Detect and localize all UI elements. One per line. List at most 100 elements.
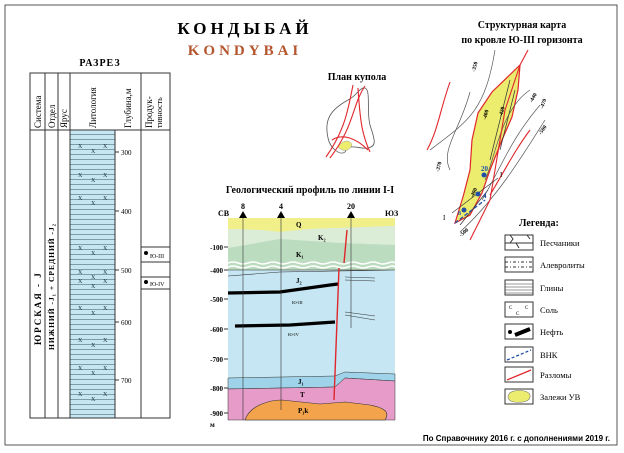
layer-label: K₂ xyxy=(318,234,326,242)
well-marker xyxy=(481,172,487,178)
svg-text:X: X xyxy=(103,392,108,398)
svg-text:X: X xyxy=(78,196,83,202)
well-4-marker xyxy=(277,211,285,218)
legend-label: ВНК xyxy=(540,350,558,360)
depth-label: -400 xyxy=(210,267,223,275)
header-depth: Глубина,м xyxy=(123,88,133,128)
svg-text:X: X xyxy=(78,279,83,285)
svg-text:X: X xyxy=(91,178,96,184)
depth-label: 400 xyxy=(121,208,132,216)
depth-label: -500 xyxy=(210,296,223,304)
legend-item-siltstone: Алевролиты xyxy=(504,256,585,273)
layer-label: J₁ xyxy=(298,378,304,386)
svg-text:X: X xyxy=(91,275,96,281)
well-label: 20 xyxy=(347,202,355,211)
svg-text:X: X xyxy=(91,311,96,317)
legend-label: Глины xyxy=(540,283,564,293)
svg-text:C: C xyxy=(516,312,520,317)
legend-item-fault: Разломы xyxy=(504,366,572,383)
header-productivity-2: тивность xyxy=(155,97,164,128)
legend-label: Алевролиты xyxy=(540,260,585,270)
depth-label: -600 xyxy=(210,326,223,334)
well-label: 8 xyxy=(241,202,245,211)
plan-title: План купола xyxy=(328,72,387,83)
dome-plan: План купола xyxy=(325,72,387,159)
contour-label: -420 xyxy=(498,106,506,118)
title-en: KONDYBAI xyxy=(188,43,303,59)
geological-profile: Геологический профиль по линии I-I СВ ЮЗ… xyxy=(210,185,398,429)
legend-item-oil: Нефть xyxy=(504,323,563,340)
header-lithology: Литология xyxy=(88,87,98,128)
svg-text:X: X xyxy=(91,149,96,155)
svg-text:X: X xyxy=(78,366,83,372)
depth-label: 500 xyxy=(121,267,132,275)
legend-label: Песчаники xyxy=(540,238,580,248)
well-marker xyxy=(475,191,481,197)
svg-text:X: X xyxy=(91,397,96,403)
contour-label: -500 xyxy=(538,124,549,136)
horizon-label: Ю-IV xyxy=(288,332,300,337)
svg-text:X: X xyxy=(91,201,96,207)
svg-text:X: X xyxy=(78,306,83,312)
depth-label: 700 xyxy=(121,377,132,385)
well-label: 4 xyxy=(483,192,487,200)
legend-label: Нефть xyxy=(540,327,563,337)
svg-text:X: X xyxy=(103,270,108,276)
depth-label: -900 xyxy=(210,410,223,418)
svg-text:X: X xyxy=(103,144,108,150)
svg-text:X: X xyxy=(103,246,108,252)
line-end-label: I xyxy=(500,171,503,179)
svg-text:X: X xyxy=(103,279,108,285)
svg-text:X: X xyxy=(78,144,83,150)
line-end-label: I xyxy=(443,214,446,222)
well-label: 4 xyxy=(279,202,283,211)
horizon-label: Ю-III xyxy=(150,254,164,260)
svg-text:X: X xyxy=(103,196,108,202)
depth-label: -700 xyxy=(210,356,223,364)
header-stage: Ярус xyxy=(59,109,69,128)
svg-text:X: X xyxy=(103,338,108,344)
svg-text:X: X xyxy=(103,173,108,179)
direction-sw: ЮЗ xyxy=(385,209,398,218)
profile-title: Геологический профиль по линии I-I xyxy=(226,185,394,196)
map-title-1: Структурная карта xyxy=(478,20,566,31)
horizon-label: Ю-III xyxy=(292,300,303,305)
series-label: НИЖНИЙ -J₁ + СРЕДНИЙ -J₂ xyxy=(47,223,56,350)
layer-label: K₁ xyxy=(296,251,304,259)
svg-text:X: X xyxy=(91,371,96,377)
svg-text:X: X xyxy=(91,343,96,349)
svg-text:X: X xyxy=(78,270,83,276)
svg-text:X: X xyxy=(78,246,83,252)
header-productivity-1: Продук- xyxy=(144,96,154,128)
svg-text:X: X xyxy=(78,392,83,398)
contour-label: -440 xyxy=(529,92,539,104)
depth-label: -800 xyxy=(210,385,223,393)
structural-map: Структурная карта по кровле Ю-III горизо… xyxy=(426,20,583,241)
section-title: РАЗРЕЗ xyxy=(79,58,120,69)
legend-item-sandstone: Песчаники xyxy=(504,234,580,251)
well-label: 8 xyxy=(458,211,461,217)
legend-label: Разломы xyxy=(540,370,572,380)
layer-label: Q xyxy=(296,221,302,229)
header-system: Система xyxy=(33,96,43,128)
layer-label: T xyxy=(300,391,305,399)
svg-text:C: C xyxy=(509,306,513,311)
svg-text:X: X xyxy=(103,366,108,372)
svg-text:X: X xyxy=(103,306,108,312)
svg-text:C: C xyxy=(525,306,529,311)
legend-label: Соль xyxy=(540,305,558,315)
well-marker xyxy=(461,207,467,213)
system-label: ЮРСКАЯ - J xyxy=(33,271,43,345)
legend-item-deposit: Залежи УВ xyxy=(504,388,581,405)
contour-label: -400 xyxy=(482,109,490,121)
depth-label: -100 xyxy=(210,244,223,252)
map-title-2: по кровле Ю-III горизонта xyxy=(461,35,582,46)
header-series: Отдел xyxy=(47,104,57,128)
legend-item-owc: ВНК xyxy=(504,346,558,363)
svg-text:X: X xyxy=(91,284,96,290)
svg-text:X: X xyxy=(78,173,83,179)
svg-text:X: X xyxy=(91,251,96,257)
